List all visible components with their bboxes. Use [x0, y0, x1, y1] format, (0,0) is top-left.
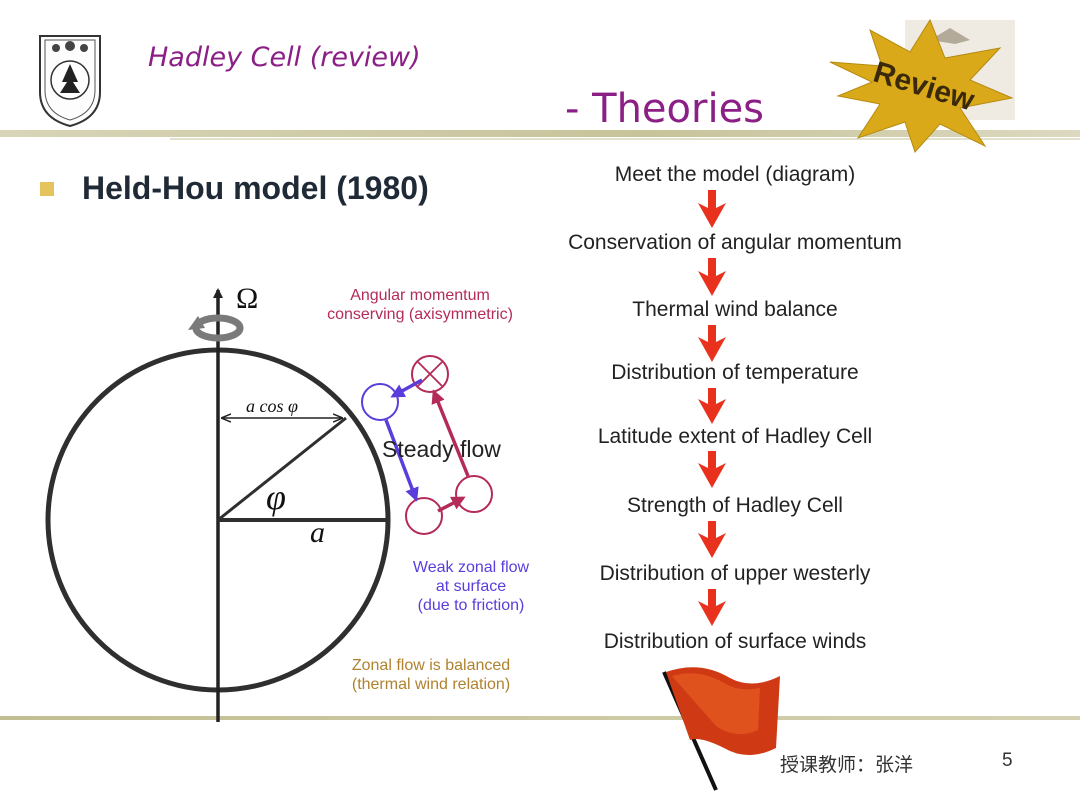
flow-arrow-3	[698, 325, 726, 362]
zonal-note-line-1: Zonal flow is balanced	[351, 657, 511, 674]
lower-right-circle	[455, 475, 493, 513]
flow-step-upper-westerly: Distribution of upper westerly	[599, 562, 871, 585]
bullet-marker	[40, 182, 54, 196]
earth-diagram	[45, 288, 391, 722]
phi-label: φ	[266, 477, 286, 517]
flow-step-temperature: Distribution of temperature	[611, 361, 859, 384]
poleward-arrow	[390, 378, 423, 398]
weak-note-line-1: Weak zonal flow	[412, 559, 530, 576]
zonal-balanced-note: Zonal flow is balanced (thermal wind rel…	[316, 656, 546, 694]
bullet-title: Held-Hou model (1980)	[82, 170, 429, 206]
angular-momentum-note: Angular momentum conserving (axisymmetri…	[300, 286, 540, 324]
latitude-radius	[217, 416, 347, 522]
header-title: Hadley Cell (review)	[148, 42, 421, 73]
flow-step-meet-model: Meet the model (diagram)	[614, 163, 856, 186]
flow-arrow-2	[698, 258, 726, 296]
flow-arrow-7	[698, 589, 726, 626]
lower-left-circle	[405, 497, 443, 535]
flow-step-angular-momentum: Conservation of angular momentum	[568, 231, 902, 254]
weak-note-line-3: (due to friction)	[417, 597, 525, 614]
flow-step-strength: Strength of Hadley Cell	[627, 494, 843, 517]
review-badge-icon	[829, 18, 1015, 153]
a-label: a	[310, 516, 325, 549]
zonal-note-line-2: (thermal wind relation)	[351, 676, 511, 693]
flow-loop	[361, 355, 493, 535]
university-logo-icon	[39, 35, 101, 128]
a-cos-phi-label: a cos φ	[246, 396, 298, 416]
omega-label: Ω	[236, 282, 259, 315]
upper-right-circle	[411, 355, 449, 393]
flow-step-surface-winds: Distribution of surface winds	[603, 630, 867, 653]
flow-arrow-6	[698, 521, 726, 558]
angular-note-line-1: Angular momentum	[350, 287, 490, 304]
weak-note-line-2: at surface	[435, 578, 507, 595]
flow-arrow-1	[698, 190, 726, 228]
equatorward-arrow	[437, 496, 466, 513]
flow-step-thermal-wind: Thermal wind balance	[632, 298, 838, 321]
page-number: 5	[1002, 750, 1013, 771]
header-rule-thin	[170, 138, 1080, 140]
header-rule	[0, 130, 1080, 137]
instructor-label: 授课教师：张洋	[780, 754, 914, 776]
angular-note-line-2: conserving (axisymmetric)	[327, 306, 513, 323]
weak-zonal-note: Weak zonal flow at surface (due to frict…	[386, 558, 556, 615]
descending-arrow	[384, 419, 419, 502]
flow-step-latitude-extent: Latitude extent of Hadley Cell	[597, 425, 873, 448]
red-flag-icon	[662, 667, 780, 791]
flowchart-arrows	[698, 190, 726, 626]
flow-arrow-4	[698, 388, 726, 424]
flow-arrow-5	[698, 451, 726, 488]
footer-rule	[0, 716, 1080, 720]
steady-flow-label: Steady flow	[382, 436, 501, 462]
header-subtitle: - Theories	[565, 86, 765, 132]
upper-left-circle	[361, 383, 399, 421]
ascending-arrow	[431, 389, 470, 477]
rotation-icon	[188, 314, 244, 342]
